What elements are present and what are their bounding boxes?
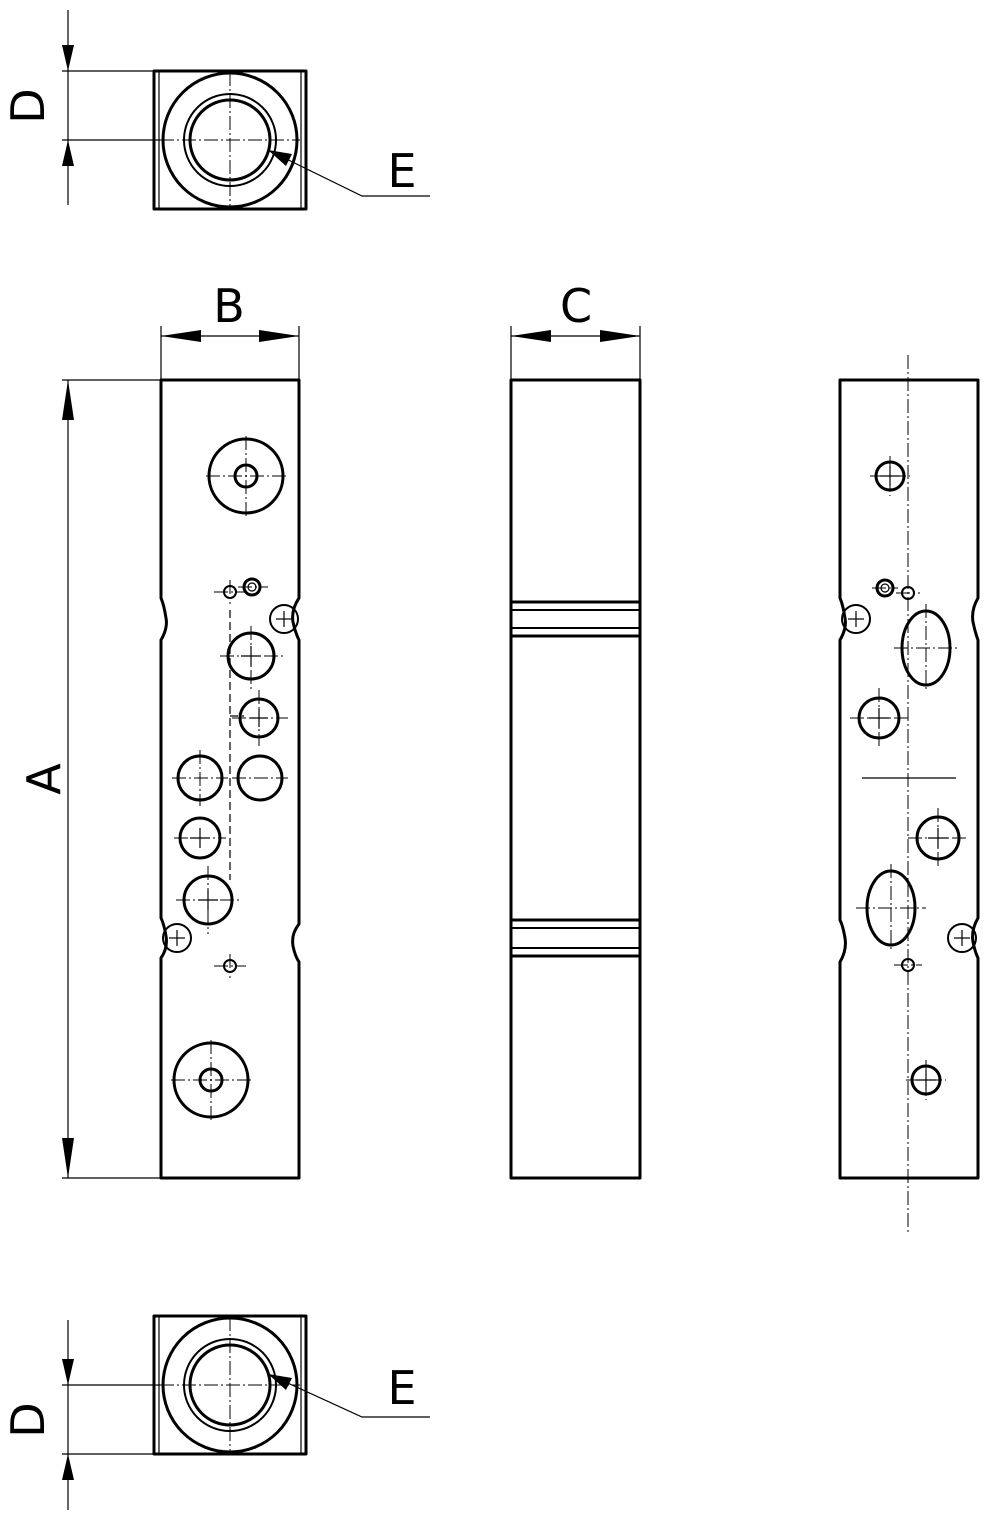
bottom-end-view — [62, 1314, 430, 1510]
rear-view-outline — [838, 378, 980, 1180]
label-d-top: D — [1, 88, 55, 123]
side-view — [509, 326, 642, 1180]
rear-view — [838, 355, 980, 1235]
label-e-top: E — [387, 144, 416, 198]
label-a: A — [17, 763, 71, 795]
label-d-bottom: D — [1, 1402, 55, 1437]
label-e-bottom: E — [387, 1361, 416, 1415]
label-b: B — [213, 279, 245, 333]
side-view-outline — [509, 378, 642, 1180]
front-view-outline — [159, 378, 301, 1180]
top-end-view — [62, 10, 430, 211]
label-c: C — [560, 279, 592, 333]
front-view — [62, 326, 301, 1180]
